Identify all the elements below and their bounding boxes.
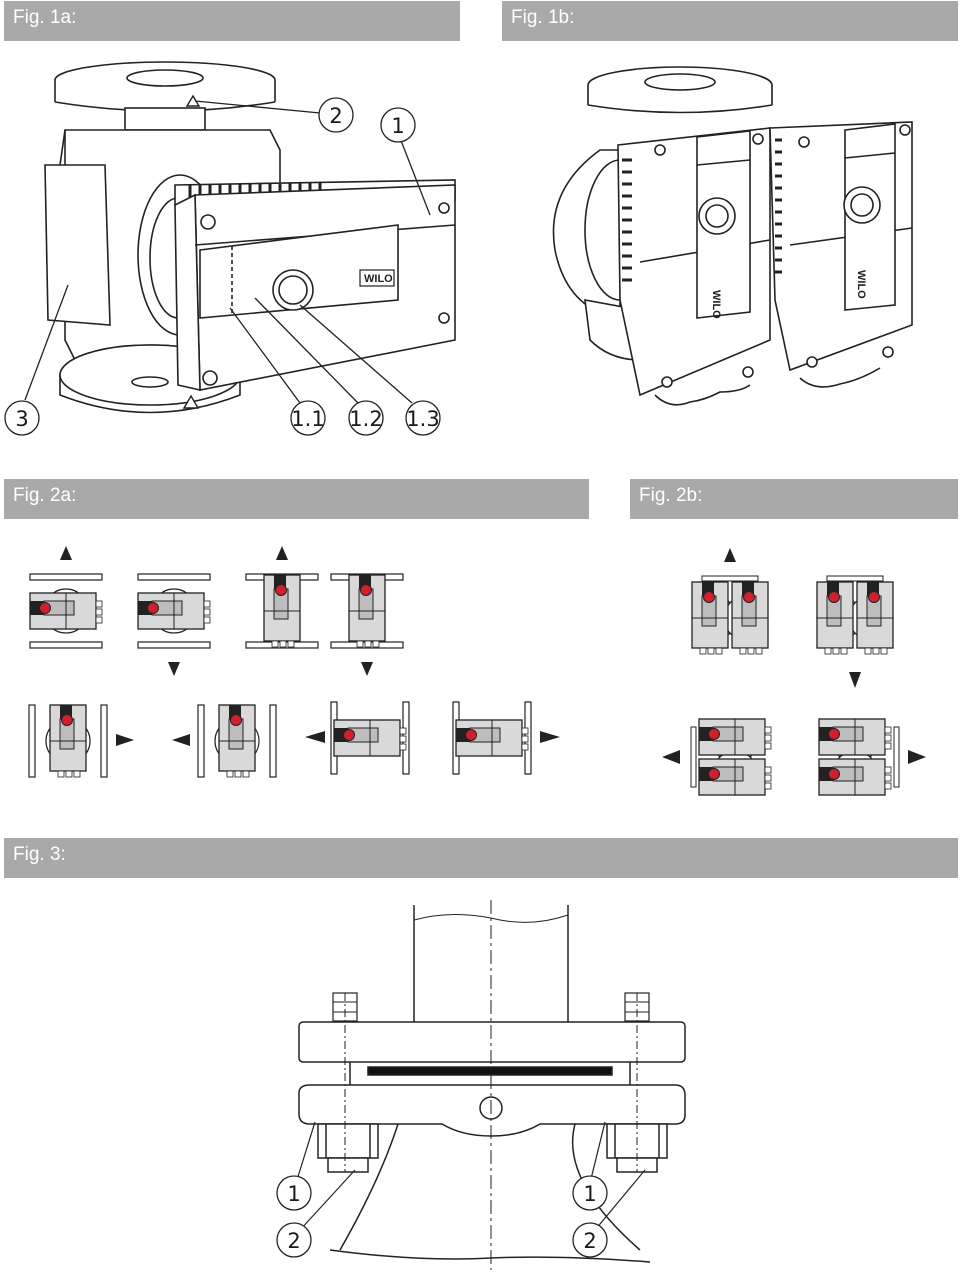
fig2b-arrow-left-3 bbox=[662, 750, 680, 764]
fig2a-arrow-down-4 bbox=[361, 662, 373, 676]
fig1a-pump-drawing bbox=[44, 61, 456, 414]
fig1a-callout-2: 2 bbox=[318, 97, 354, 133]
fig3-label: Fig. 3: bbox=[13, 844, 66, 865]
fig1a-brand-badge bbox=[359, 269, 395, 287]
svg-text:1.1: 1.1 bbox=[291, 407, 324, 431]
fig1a-brand: WILO bbox=[364, 273, 393, 285]
fig3-callout-left-2: 2 bbox=[276, 1222, 312, 1258]
fig1b-twin-pump-drawing bbox=[552, 66, 913, 406]
fig3-header: Fig. 3: bbox=[4, 838, 958, 878]
fig3-callout-left-1: 1 bbox=[276, 1175, 312, 1211]
fig2a-arrow-left-7 bbox=[305, 731, 325, 743]
fig1b-brand-left: WILO bbox=[710, 290, 722, 319]
fig1b-brand-right: WILO bbox=[855, 270, 867, 299]
svg-text:2: 2 bbox=[583, 1229, 596, 1253]
fig2a-arrow-right-5 bbox=[116, 734, 134, 746]
svg-text:1: 1 bbox=[391, 114, 404, 138]
svg-text:2: 2 bbox=[287, 1229, 300, 1253]
fig2a-arrow-right-8 bbox=[540, 731, 560, 743]
fig3-callout-right-1: 1 bbox=[572, 1175, 608, 1211]
fig1a-callout-1-2: 1.2 bbox=[348, 400, 384, 436]
fig2b-arrow-up-1 bbox=[724, 548, 736, 562]
fig2a-arrow-up-1 bbox=[60, 546, 72, 560]
svg-text:3: 3 bbox=[15, 407, 28, 431]
fig1a-header: Fig. 1a: bbox=[4, 1, 460, 41]
fig1a-callout-1-1: 1.1 bbox=[290, 400, 326, 436]
svg-text:1.3: 1.3 bbox=[406, 407, 439, 431]
fig2b-arrow-right-4 bbox=[908, 750, 926, 764]
fig2b-header: Fig. 2b: bbox=[630, 479, 958, 519]
fig1a-callout-1: 1 bbox=[380, 107, 416, 143]
fig2a-arrow-up-3 bbox=[276, 546, 288, 560]
fig1b-header: Fig. 1b: bbox=[502, 1, 958, 41]
fig1a-callout-1-3: 1.3 bbox=[405, 400, 441, 436]
svg-text:1: 1 bbox=[583, 1182, 596, 1206]
fig2b-twin-orientations bbox=[662, 548, 926, 796]
fig1b-label: Fig. 1b: bbox=[511, 7, 575, 28]
svg-text:1.2: 1.2 bbox=[349, 407, 382, 431]
fig2b-label: Fig. 2b: bbox=[639, 485, 703, 506]
fig2a-arrow-down-2 bbox=[168, 662, 180, 676]
fig1a-callout-3: 3 bbox=[4, 400, 40, 436]
fig2b-arrow-down-2 bbox=[849, 672, 861, 688]
fig3-flange-drawing bbox=[295, 900, 686, 1270]
svg-text:2: 2 bbox=[329, 104, 342, 128]
svg-text:1: 1 bbox=[287, 1182, 300, 1206]
fig1a-label: Fig. 1a: bbox=[13, 7, 77, 28]
fig2a-header: Fig. 2a: bbox=[4, 479, 589, 519]
fig2a-orientations bbox=[28, 546, 560, 778]
fig3-callout-right-2: 2 bbox=[572, 1222, 608, 1258]
fig2a-arrow-left-6 bbox=[172, 734, 190, 746]
fig2a-label: Fig. 2a: bbox=[13, 485, 77, 506]
